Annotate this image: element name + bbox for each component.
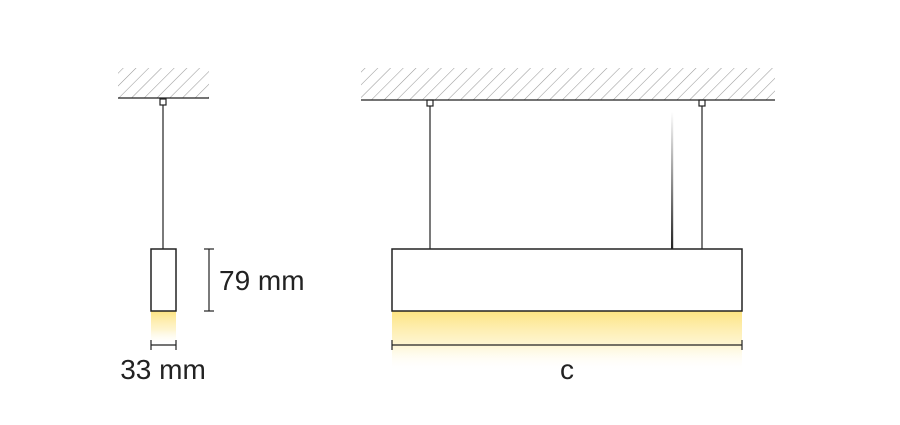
height-dimension <box>204 248 214 312</box>
width-dimension-label: 33 mm <box>120 354 206 385</box>
length-dimension-label: c <box>560 354 574 385</box>
height-dimension-label: 79 mm <box>219 265 305 296</box>
front-view: c <box>361 68 775 385</box>
ceiling-mount-right-1 <box>426 99 434 107</box>
luminaire-profile-side <box>150 248 177 312</box>
light-glow-side <box>151 311 176 345</box>
luminaire-profile-front <box>391 248 743 312</box>
width-dimension <box>150 340 177 350</box>
length-dimension <box>391 340 743 350</box>
side-view: 79 mm 33 mm <box>118 68 305 385</box>
ceiling-mount-left <box>159 98 167 106</box>
ceiling-mount-right-2 <box>698 99 706 107</box>
ceiling-hatch-left <box>118 68 209 99</box>
light-glow-front <box>392 311 742 371</box>
ceiling-hatch-right <box>361 68 775 101</box>
power-cable <box>671 112 674 249</box>
